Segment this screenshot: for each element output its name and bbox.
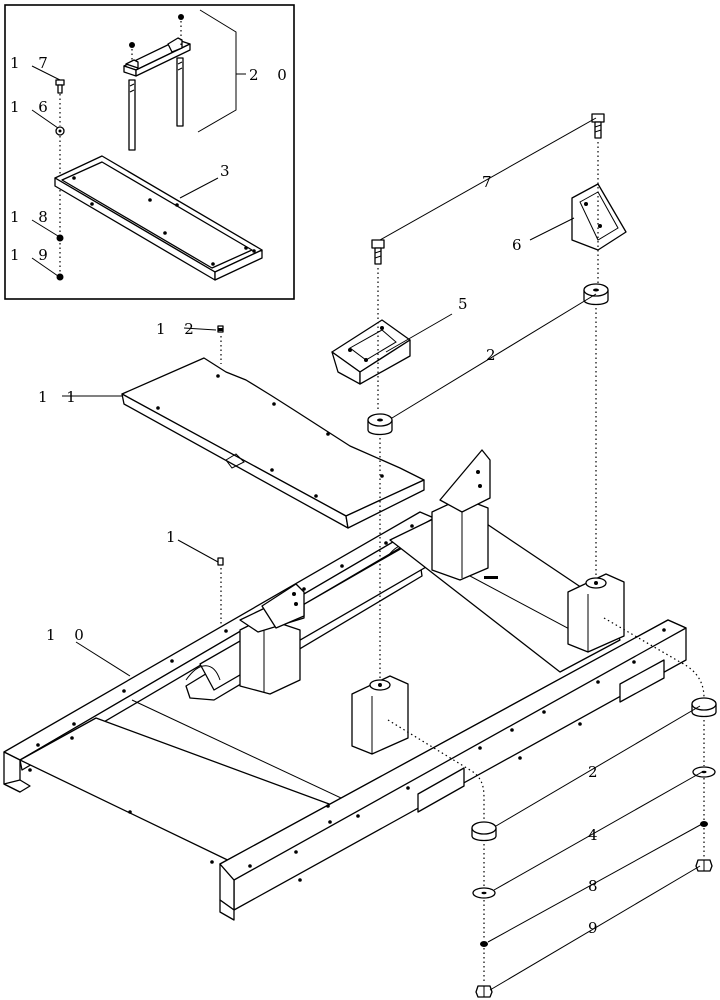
- callout-3: 3: [220, 162, 237, 180]
- clamp-bar: [123, 37, 191, 77]
- callout-9: 9: [588, 919, 605, 937]
- post-right-back: [431, 449, 491, 581]
- callout-7: 7: [482, 173, 499, 191]
- inset-detail: 1 7 1 6 1 8 1 9 2 0 3: [4, 4, 295, 300]
- rod-left: [128, 79, 136, 151]
- callout-20: 2 0: [249, 66, 294, 84]
- callout-2-lower: 2: [588, 763, 605, 781]
- callout-bracket-20: [197, 9, 237, 133]
- bracket-6: [571, 183, 627, 251]
- bracket-5: [331, 319, 411, 385]
- tray-3: [54, 155, 263, 281]
- inset-border: [4, 4, 295, 300]
- callout-19: 1 9: [10, 246, 55, 264]
- rivet-1: [217, 557, 224, 566]
- callout-17: 1 7: [10, 54, 55, 72]
- nut-top-right: [178, 14, 184, 20]
- callout-6: 6: [512, 236, 529, 254]
- rubber-mount-2-upper-left: [367, 413, 393, 436]
- nut-19: [56, 273, 64, 281]
- washer-4-left: [472, 887, 496, 899]
- rubber-mount-2-upper-right: [583, 283, 609, 306]
- cup-mount-right: [567, 573, 625, 653]
- callout-11: 1 1: [38, 388, 83, 406]
- callout-2-upper: 2: [486, 346, 503, 364]
- bolt-7-left: [371, 239, 385, 265]
- screw-12: [217, 325, 224, 333]
- callout-1: 1: [166, 528, 183, 546]
- cover-plate-11: [121, 357, 425, 529]
- cup-mount-center: [351, 675, 409, 755]
- frame-10: [3, 505, 687, 921]
- callout-18: 1 8: [10, 208, 55, 226]
- lockwasher-8-left: [480, 941, 488, 947]
- post-left: [239, 583, 305, 695]
- bolt-7-right: [591, 113, 605, 139]
- nut-9-right: [695, 859, 713, 872]
- nut-top-left: [129, 42, 135, 48]
- rod-right: [176, 57, 184, 127]
- callout-12: 1 2: [156, 320, 201, 338]
- callout-8: 8: [588, 877, 605, 895]
- rubber-mount-2-lower-left: [471, 821, 497, 842]
- callout-16: 1 6: [10, 98, 55, 116]
- rubber-mount-2-lower-right: [691, 697, 717, 718]
- lockwasher-8-right: [700, 821, 708, 827]
- callout-5: 5: [458, 295, 475, 313]
- nut-9-left: [475, 985, 493, 998]
- nut-18: [56, 234, 64, 242]
- callout-10: 1 0: [46, 626, 91, 644]
- bolt-17: [55, 79, 65, 94]
- callout-4: 4: [588, 826, 605, 844]
